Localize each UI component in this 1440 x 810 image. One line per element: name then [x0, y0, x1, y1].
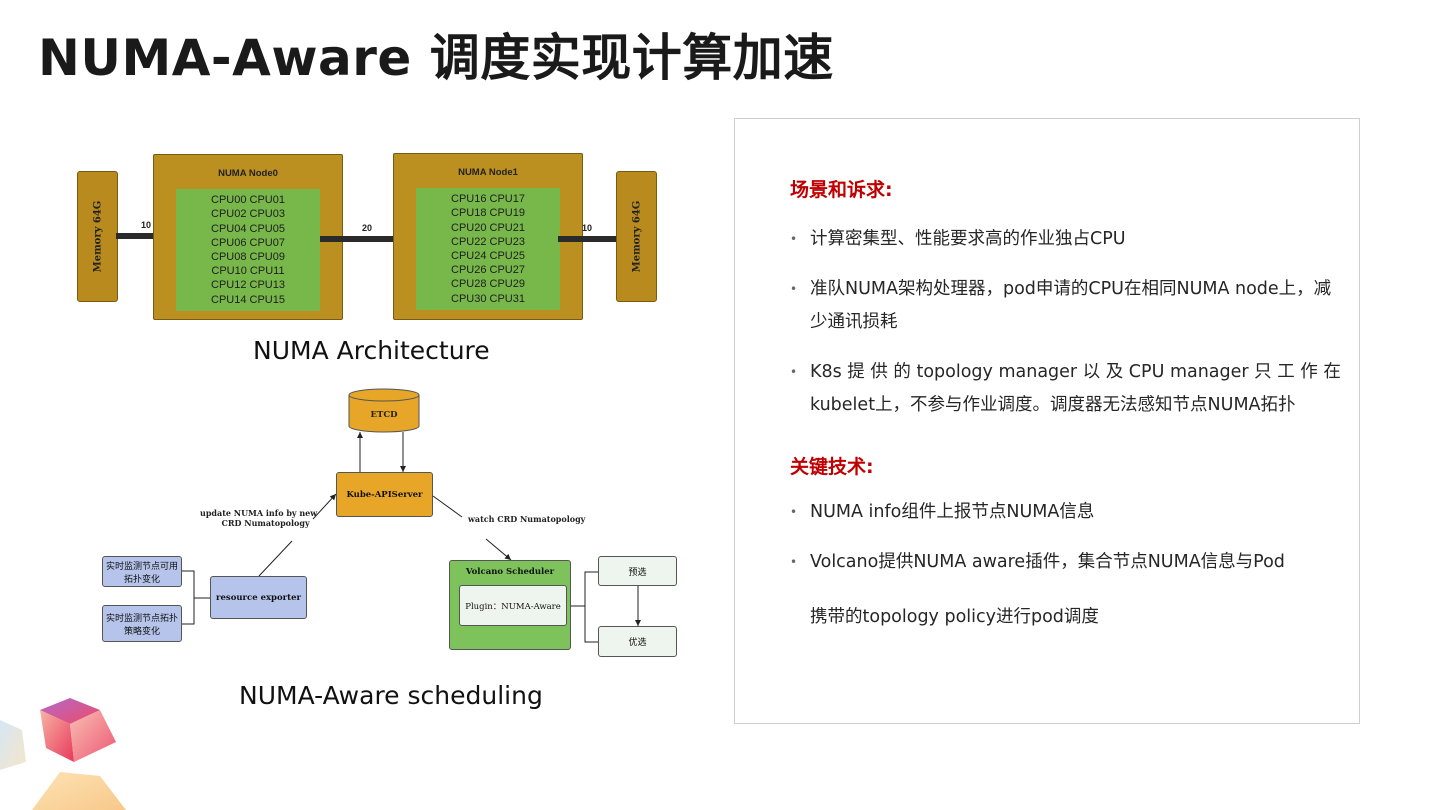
numa-architecture-caption: NUMA Architecture: [253, 336, 490, 365]
link-right: [558, 236, 617, 242]
filter-stage: 预选: [598, 556, 677, 586]
resource-exporter: resource exporter: [210, 576, 307, 619]
cpu-row: CPU28 CPU29: [451, 278, 525, 291]
tech-bullet: • Volcano提供NUMA aware插件，集合节点NUMA信息与Pod: [790, 546, 1342, 579]
bullet-dot-icon: •: [790, 555, 798, 569]
scheduling-connectors: [182, 432, 641, 643]
tech-bullet: • NUMA info组件上报节点NUMA信息: [790, 496, 1342, 529]
link-right-label: 10: [582, 223, 593, 233]
numa-node0: NUMA Node0 CPU00 CPU01 CPU02 CPU03 CPU04…: [153, 154, 343, 320]
cpu-row: CPU00 CPU01: [211, 194, 285, 207]
scenario-bullet: • 准队NUMA架构处理器，pod申请的CPU在相同NUMA node上，减少通…: [790, 273, 1342, 339]
info-panel: 场景和诉求: • 计算密集型、性能要求高的作业独占CPU • 准队NUMA架构处…: [734, 118, 1360, 724]
scenario-bullet: • 计算密集型、性能要求高的作业独占CPU: [790, 223, 1342, 256]
monitor-policy-line2: 策略变化: [123, 626, 160, 637]
cpu-row: CPU14 CPU15: [211, 293, 285, 306]
tech-bullet-continuation: 携带的topology policy进行pod调度: [810, 607, 1099, 627]
cpu-row: CPU02 CPU03: [211, 208, 285, 221]
bullet-dot-icon: •: [790, 365, 798, 379]
update-note: update NUMA info by new CRD Numatopology: [200, 508, 317, 528]
cpu-row: CPU20 CPU21: [451, 221, 525, 234]
score-stage: 优选: [598, 626, 677, 657]
link-mid-label: 20: [362, 223, 373, 233]
numa-node0-cpus: CPU00 CPU01 CPU02 CPU03 CPU04 CPU05 CPU0…: [176, 189, 320, 311]
section-scenario-heading: 场景和诉求:: [790, 179, 893, 201]
numa-node1-cpus: CPU16 CPU17 CPU18 CPU19 CPU20 CPU21 CPU2…: [416, 188, 560, 310]
cpu-row: CPU30 CPU31: [451, 292, 525, 305]
monitor-topology-line1: 实时监测节点可用: [105, 561, 178, 572]
plugin-numa-aware: Plugin：NUMA-Aware: [459, 585, 567, 626]
etcd-label: ETCD: [370, 410, 398, 420]
page-title: NUMA-Aware 调度实现计算加速: [38, 29, 834, 87]
cpu-row: CPU26 CPU27: [451, 264, 525, 277]
bullet-dot-icon: •: [790, 505, 798, 519]
link-left: [116, 233, 154, 239]
cpu-row: CPU10 CPU11: [211, 265, 285, 278]
update-note-line1: update NUMA info by new: [200, 508, 318, 518]
numa-node0-title: NUMA Node0: [218, 168, 278, 179]
cpu-row: CPU18 CPU19: [451, 207, 525, 220]
numa-node1: NUMA Node1 CPU16 CPU17 CPU18 CPU19 CPU20…: [393, 153, 583, 320]
link-mid: [320, 236, 416, 242]
cpu-row: CPU12 CPU13: [211, 279, 285, 292]
cpu-row: CPU24 CPU25: [451, 250, 525, 262]
scenario-bullet: • K8s 提 供 的 topology manager 以 及 CPU man…: [790, 356, 1342, 422]
monitor-topology-line2: 拓扑变化: [123, 574, 160, 585]
memory-left: Memory 64G: [77, 171, 118, 302]
cpu-row: CPU16 CPU17: [451, 193, 525, 206]
link-left-label: 10: [141, 220, 152, 230]
kube-apiserver: Kube-APIServer: [336, 472, 433, 517]
memory-right: Memory 64G: [616, 171, 657, 302]
update-note-line2: CRD Numatopology: [221, 518, 310, 528]
decorative-cubes-icon: [0, 698, 126, 810]
database-icon: [348, 388, 420, 433]
bullet-dot-icon: •: [790, 232, 798, 246]
cpu-row: CPU22 CPU23: [451, 235, 525, 248]
numa-node1-title: NUMA Node1: [458, 167, 518, 178]
monitor-policy-line1: 实时监测节点拓扑: [105, 613, 178, 624]
diagrams-area: Memory 64G 10 NUMA Node0 CPU00 CPU01 CPU…: [77, 153, 677, 710]
watch-note: watch CRD Numatopology: [468, 514, 586, 524]
volcano-scheduler-label: Volcano Scheduler: [465, 567, 555, 577]
numa-scheduling-caption: NUMA-Aware scheduling: [239, 681, 543, 710]
cpu-row: CPU06 CPU07: [211, 236, 285, 249]
etcd-database: ETCD: [348, 388, 420, 433]
section-tech-heading: 关键技术:: [790, 456, 874, 478]
cpu-row: CPU04 CPU05: [211, 222, 285, 235]
cpu-row: CPU08 CPU09: [211, 251, 285, 263]
monitor-topology-box: 实时监测节点可用 拓扑变化: [102, 556, 182, 587]
bullet-dot-icon: •: [790, 282, 798, 296]
monitor-policy-box: 实时监测节点拓扑 策略变化: [102, 605, 182, 642]
